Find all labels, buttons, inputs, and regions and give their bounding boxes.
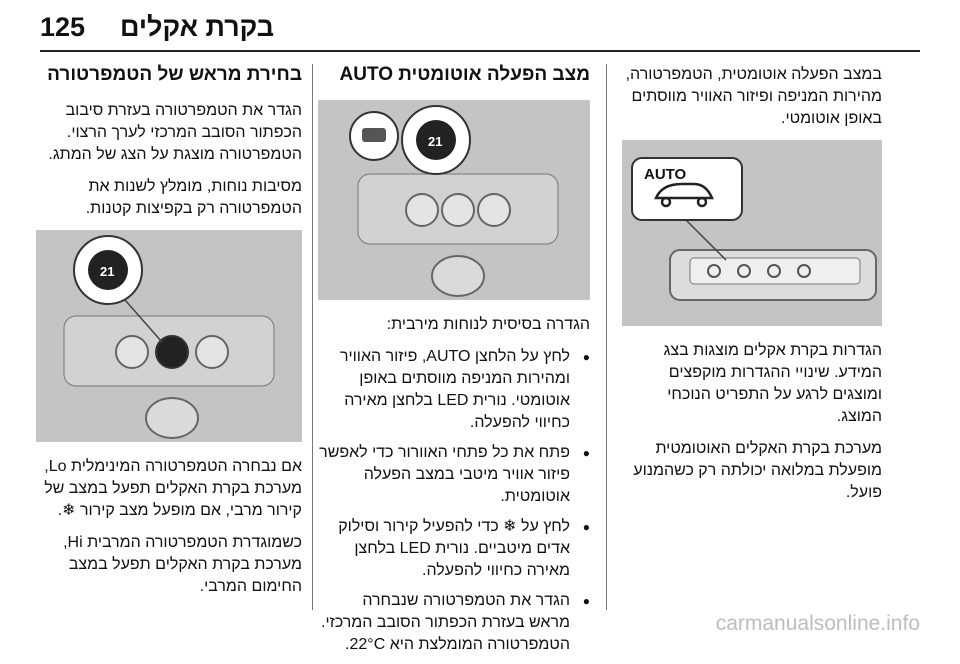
list-item: פתח את כל פתחי האוורור כדי לאפשר פיזור א…: [318, 442, 590, 508]
temperature-display: 21: [428, 134, 443, 149]
temperature-knob-figure: 21: [36, 230, 302, 442]
watermark: carmanualsonline.info: [715, 612, 920, 635]
auto-badge: AUTO: [644, 166, 687, 183]
temperature-knob-illustration: [36, 230, 302, 442]
list-item: לחץ על הלחצן AUTO, פיזור האוויר ומהירות …: [318, 346, 590, 434]
climate-panel-figure: AUTO: [622, 140, 882, 326]
header-rule: [40, 50, 920, 52]
column-divider: [606, 64, 607, 610]
high-temperature-paragraph: כשמוגדרת הטמפרטורה המרבית Hi, מערכת בקרת…: [63, 534, 302, 595]
list-item: הגדר את הטמפרטורה שנבחרה מראש בעזרת הכפת…: [318, 590, 590, 656]
low-temperature-paragraph: אם נבחרה הטמפרטורה המינימלית Lo, מערכת ב…: [44, 458, 302, 519]
gearshift-panel-illustration: [318, 100, 590, 300]
settings-display-paragraph: הגדרות בקרת אקלים מוצגות בצג המידע. שינו…: [663, 342, 882, 425]
page-number: 125: [40, 12, 86, 42]
temperature-setting-paragraph: הגדר את הטמפרטורה בעזרת סיבוב הכפתור הסו…: [48, 102, 302, 163]
auto-mode-steps: לחץ על הלחצן AUTO, פיזור האוויר ומהירות …: [318, 346, 590, 656]
climate-panel-illustration: [622, 140, 882, 326]
list-item: לחץ על ❄ כדי להפעיל קירור וסילוק אדים מי…: [318, 516, 590, 582]
gearshift-panel-figure: 21: [318, 100, 590, 300]
auto-mode-intro: במצב הפעלה אוטומטית, הטמפרטורה, מהירות ה…: [625, 66, 882, 127]
auto-mode-title: מצב הפעלה אוטומטית AUTO: [339, 64, 591, 85]
temperature-display: 21: [100, 264, 115, 279]
column-divider: [312, 64, 313, 610]
middle-column: מצב הפעלה אוטומטית AUTO 21 הגדרה בסיסית …: [318, 64, 590, 664]
comfort-tip-paragraph: מסיבות נוחות, מומלץ לשנות את הטמפרטורה ר…: [85, 178, 302, 217]
section-title: בקרת אקלים: [120, 12, 275, 42]
temperature-preselection-title: בחירת מראש של הטמפרטורה: [47, 64, 302, 85]
right-column: במצב הפעלה אוטומטית, הטמפרטורה, מהירות ה…: [622, 64, 882, 514]
engine-note-paragraph: מערכת בקרת האקלים האוטומטית מופעלת במלוא…: [633, 440, 882, 501]
basic-setting-subhead: הגדרה בסיסית לנוחות מירבית:: [386, 316, 590, 333]
left-column: בחירת מראש של הטמפרטורה הגדר את הטמפרטור…: [36, 64, 302, 608]
